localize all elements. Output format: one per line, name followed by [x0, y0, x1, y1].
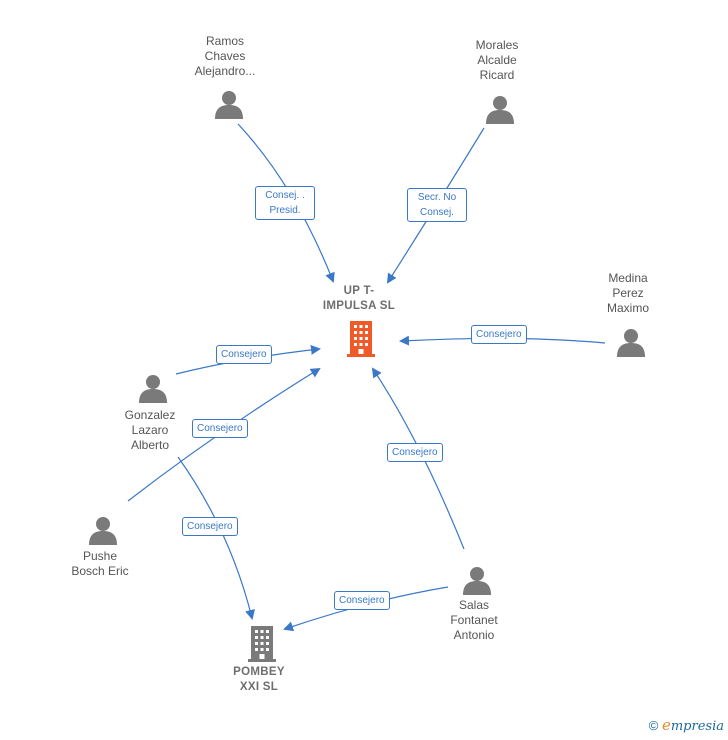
copyright-symbol: © [648, 718, 659, 733]
edge-label-salas-upt[interactable]: Consejero [387, 443, 443, 462]
edge-label-medina-upt[interactable]: Consejero [471, 325, 527, 344]
node-label-gonzalez[interactable]: Gonzalez Lazaro Alberto [124, 408, 176, 452]
building-icon-pombey[interactable] [248, 626, 276, 662]
edge-label-gonzalez-pombey[interactable]: Consejero [182, 517, 238, 536]
node-label-morales[interactable]: Morales Alcalde Ricard [475, 38, 519, 82]
person-icon-gonzalez[interactable] [139, 375, 167, 403]
footer-brand: © empresia [649, 716, 724, 734]
person-icon-ramos[interactable] [215, 91, 243, 119]
node-label-upt[interactable]: UP T- IMPULSA SL [322, 285, 396, 312]
edge-label-ramos-upt[interactable]: Consej. . Presid. [255, 186, 315, 220]
edge-label-salas-pombey[interactable]: Consejero [334, 591, 390, 610]
person-icon-medina[interactable] [617, 329, 645, 357]
person-icon-morales[interactable] [486, 96, 514, 124]
node-label-medina[interactable]: Medina Perez Maximo [606, 271, 649, 315]
node-label-ramos[interactable]: Ramos Chaves Alejandro... [194, 34, 256, 78]
brand-logo-text: mpresia [670, 719, 724, 734]
brand-logo-initial: e [661, 716, 671, 734]
person-icon-salas[interactable] [463, 567, 491, 595]
edge-gonzalez-pombey[interactable] [177, 456, 255, 620]
person-icon-pushe[interactable] [89, 517, 117, 545]
node-label-pushe[interactable]: Pushe Bosch Eric [71, 549, 129, 578]
edge-label-pushe-upt[interactable]: Consejero [192, 419, 248, 438]
node-label-pombey[interactable]: POMBEY XXI SL [233, 666, 285, 693]
edge-label-gonzalez-upt[interactable]: Consejero [216, 345, 272, 364]
building-icon-upt[interactable] [347, 321, 375, 357]
node-label-salas[interactable]: Salas Fontanet Antonio [450, 598, 498, 642]
edge-label-morales-upt[interactable]: Secr. No Consej. [407, 188, 467, 222]
